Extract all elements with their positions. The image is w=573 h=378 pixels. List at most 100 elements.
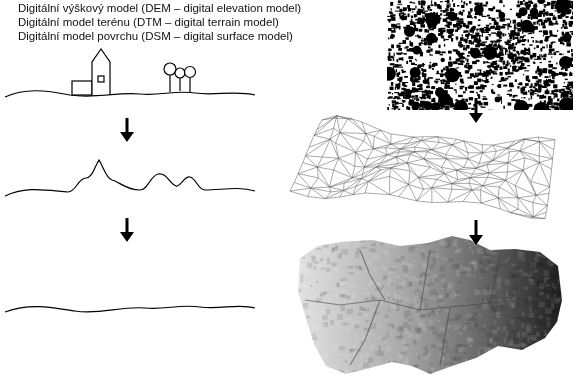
- mesh-edge: [483, 186, 500, 187]
- mesh-edge: [452, 145, 468, 159]
- mesh-edge: [317, 167, 333, 170]
- mesh-edge: [311, 178, 319, 188]
- mesh-edge: [438, 137, 453, 145]
- terrain-profile: [5, 91, 255, 97]
- arrowhead: [120, 132, 134, 142]
- mesh-edge: [515, 170, 523, 186]
- mesh-edge: [385, 144, 391, 148]
- mesh-edge: [441, 159, 446, 168]
- mesh-edge: [368, 181, 389, 194]
- mesh-edge: [368, 168, 391, 182]
- mesh-edge: [414, 137, 422, 140]
- mesh-edge: [322, 157, 338, 158]
- mesh-edge: [290, 188, 311, 191]
- mesh-edge: [339, 158, 355, 166]
- mesh-edge: [356, 152, 365, 167]
- mesh-edge: [549, 187, 551, 194]
- mesh-edge: [303, 163, 318, 168]
- mesh-edge: [468, 152, 483, 153]
- mesh-edge: [396, 152, 415, 157]
- mesh-edge: [469, 178, 470, 183]
- tree-crown: [164, 63, 176, 75]
- tree-trunk: [179, 78, 180, 91]
- mesh-edge: [520, 151, 525, 158]
- mesh-edge: [385, 148, 387, 155]
- mesh-edge: [482, 145, 483, 153]
- mesh-edge: [303, 156, 306, 163]
- mesh-edge: [452, 178, 471, 184]
- window: [98, 76, 104, 82]
- mesh-edge: [493, 152, 510, 161]
- mesh-edge: [337, 116, 352, 119]
- mesh-edge: [452, 141, 464, 145]
- mesh-edge: [538, 137, 555, 140]
- mesh-edge: [400, 147, 414, 149]
- mesh-edge: [336, 143, 339, 158]
- mesh-edge: [325, 191, 343, 199]
- mesh-edge: [432, 202, 448, 203]
- mesh-edge: [336, 143, 356, 152]
- mesh-edge: [365, 181, 368, 193]
- mesh-edge: [344, 186, 357, 190]
- mesh-edge: [330, 170, 334, 187]
- mesh-edge: [498, 198, 518, 209]
- mesh-edge: [498, 197, 518, 198]
- mesh-edge: [452, 183, 470, 185]
- tree-crown: [185, 67, 196, 78]
- mesh-edge: [391, 168, 409, 185]
- mesh-edge: [400, 149, 415, 152]
- mesh-edge: [343, 183, 344, 190]
- mesh-edge: [410, 152, 415, 155]
- mesh-edge: [493, 145, 508, 148]
- mesh-edge: [317, 116, 337, 130]
- mesh-edge: [431, 188, 432, 203]
- mesh-edge: [391, 143, 408, 145]
- mesh-edge: [539, 156, 553, 159]
- mesh-edge: [391, 163, 407, 168]
- mesh-edge: [390, 134, 391, 144]
- mesh-edge: [552, 159, 553, 170]
- mesh-edge: [391, 137, 414, 144]
- mesh-edge: [354, 152, 356, 166]
- mesh-edge: [381, 157, 396, 163]
- mesh-edge: [363, 167, 377, 174]
- mesh-edge: [480, 186, 483, 190]
- mesh-edge: [489, 173, 506, 180]
- mesh-edge: [381, 130, 391, 144]
- mesh-edge: [469, 183, 472, 190]
- mesh-edge: [482, 144, 492, 146]
- mesh-edge: [308, 188, 311, 197]
- mesh-edge: [483, 186, 498, 198]
- mesh-edge: [373, 148, 385, 149]
- mesh-edge: [336, 133, 340, 144]
- mesh-edge: [468, 159, 476, 169]
- mesh-edge: [427, 152, 446, 159]
- arrowhead: [469, 113, 483, 123]
- mesh-edge: [417, 188, 432, 201]
- mesh-edge: [547, 193, 549, 205]
- mesh-edge: [415, 151, 427, 152]
- mesh-edge: [540, 163, 552, 170]
- mesh-edge: [545, 212, 546, 218]
- mesh-edge: [422, 137, 423, 141]
- mesh-edge: [467, 153, 468, 159]
- mesh-edge: [330, 183, 345, 187]
- mesh-edge: [353, 193, 365, 195]
- mesh-edge: [317, 120, 322, 130]
- mesh-edge: [507, 163, 508, 172]
- mesh-edge: [451, 184, 452, 190]
- mesh-edge: [334, 170, 353, 178]
- mesh-edge: [540, 159, 553, 163]
- mesh-edge: [456, 170, 470, 178]
- legend-line: Digitální model povrchu (DSM – digital s…: [18, 29, 293, 43]
- mesh-edge: [356, 149, 374, 153]
- mesh-edge: [364, 134, 366, 141]
- mesh-edge: [499, 187, 518, 198]
- mesh-edge: [501, 209, 511, 213]
- mesh-edge: [387, 149, 400, 155]
- mesh-edge: [294, 183, 311, 189]
- mesh-edge: [330, 178, 353, 187]
- mesh-edge: [481, 203, 500, 209]
- mesh-edge: [456, 168, 476, 170]
